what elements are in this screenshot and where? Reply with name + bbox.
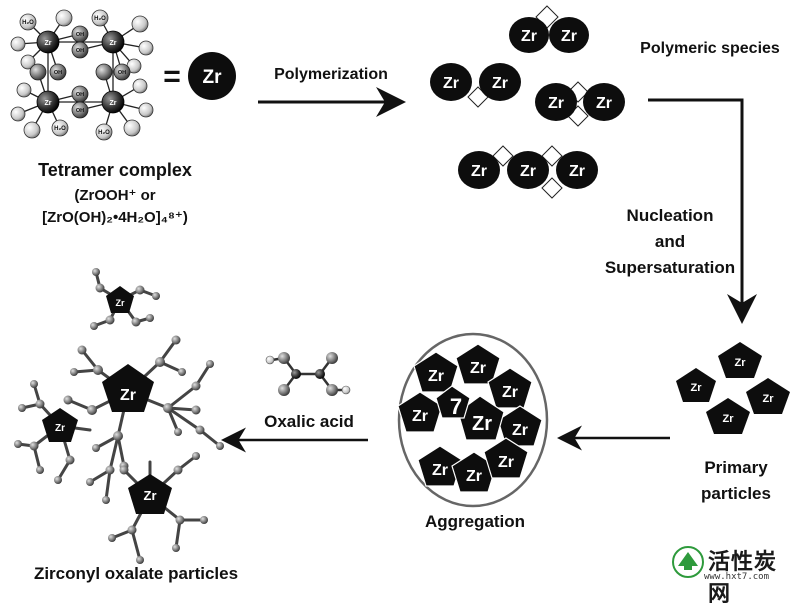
polymer-dimer-top: Zr Zr [509,5,589,53]
tetramer-h2o-label: H₂O [98,130,110,136]
nucleation-arrow [648,98,757,324]
primary-zr-label: Zr [691,382,703,394]
particles-label: particles [701,484,771,503]
primary-zr-label: Zr [763,393,775,405]
polymer-zr-label: Zr [443,75,459,92]
tetramer-oh-label: OH [54,70,62,76]
diagram-canvas: Zr Zr Zr Zr OH OH OH OH OH OH H₂O H₂O H₂… [10,5,794,607]
aggregate-zr-label: Zr [466,468,482,485]
polymer-dimer-right: Zr Zr [535,81,625,127]
tetramer-zr-label: Zr [110,100,117,107]
tetramer-oh-label: OH [76,32,84,38]
aggregation-label: Aggregation [424,512,526,531]
watermark-logo-icon [672,546,704,578]
aggregate-zr-label: Zr [502,384,518,401]
oxalate-zr-label: Zr [144,488,157,503]
polymer-zr-label: Zr [569,163,585,180]
zirconyl-oxalate-network: Zr Zr Zr Zr [14,268,224,564]
tetramer-zr-label: Zr [110,40,117,47]
oxalic-acid-label: Oxalic acid [264,412,354,431]
tetramer-oh-label: OH [76,48,84,54]
polymerization-label: Polymerization [274,66,388,83]
polymer-zr-label: Zr [596,95,612,112]
nucleation-label: Nucleation [626,206,714,225]
zr-monomer-label: Zr [203,67,223,88]
oxalate-zr-label: Zr [55,423,65,434]
oxalic-acid-molecule [265,352,351,396]
polymer-zr-label: Zr [561,28,577,45]
tetramer-formula-line1: (ZrOOH⁺ or [74,187,156,204]
tetramer-oh-label: OH [76,92,84,98]
tetramer-h2o-label: H₂O [54,126,66,132]
polymer-zr-label: Zr [548,95,564,112]
tetramer-h2o-label: H₂O [22,20,34,26]
supersaturation-label: Supersaturation [604,258,736,277]
zr-monomer: Zr [188,52,236,100]
aggregate-zr-label: Zr [428,368,444,385]
tetramer-zr-label: Zr [45,100,52,107]
polymer-dimer-left: Zr Zr [430,63,521,108]
primary-zr-label: Zr [735,357,747,369]
tetramer-title: Tetramer complex [38,160,192,180]
watermark-url: www.hxt7.com [704,572,770,582]
tetramer-zr-label: Zr [45,40,52,47]
tetramer-formula-line2: [ZrO(OH)₂•4H₂O]₄⁸⁺) [42,209,188,226]
aggregate-center-label: 7 [450,394,462,419]
aggregate-zr-label: Zr [472,413,492,435]
diagram-svg: Zr Zr Zr Zr OH OH OH OH OH OH H₂O H₂O H₂… [10,5,790,578]
tetramer-h2o-label: H₂O [94,16,106,22]
equals-sign: = [163,60,181,93]
tetramer-oh-label: OH [76,108,84,114]
aggregate-zr-label: Zr [470,360,486,377]
polymer-zr-label: Zr [520,163,536,180]
tetramer-oh-label: OH [118,70,126,76]
primary-particles: Zr Zr Zr Zr [676,342,790,434]
polymer-zr-label: Zr [492,75,508,92]
oxalate-zr-label: Zr [116,298,125,308]
tetramer-complex-structure: Zr Zr Zr Zr OH OH OH OH OH OH H₂O H₂O H₂… [10,9,154,141]
polymer-trimer-bottom: Zr Zr Zr [458,145,598,199]
polymer-zr-label: Zr [471,163,487,180]
primary-label: Primary [704,458,768,477]
aggregate-zr-label: Zr [412,408,428,425]
watermark: 活性炭网 www.hxt7.com [664,544,794,607]
aggregate-zr-label: Zr [512,422,528,439]
aggregate-zr-label: Zr [498,454,514,471]
and-label: and [654,232,686,251]
primary-zr-label: Zr [723,413,735,425]
polymeric-species: Zr Zr Zr Zr Zr Zr Zr Z [430,5,625,199]
oxalate-zr-label: Zr [120,387,136,404]
polymeric-species-label: Polymeric species [640,40,780,57]
aggregate-particle: Zr Zr Zr Zr Zr Zr Zr Zr Zr 7 [397,332,549,508]
polymer-zr-label: Zr [521,28,537,45]
zirconyl-oxalate-label: Zirconyl oxalate particles [33,564,239,583]
aggregate-zr-label: Zr [432,462,448,479]
